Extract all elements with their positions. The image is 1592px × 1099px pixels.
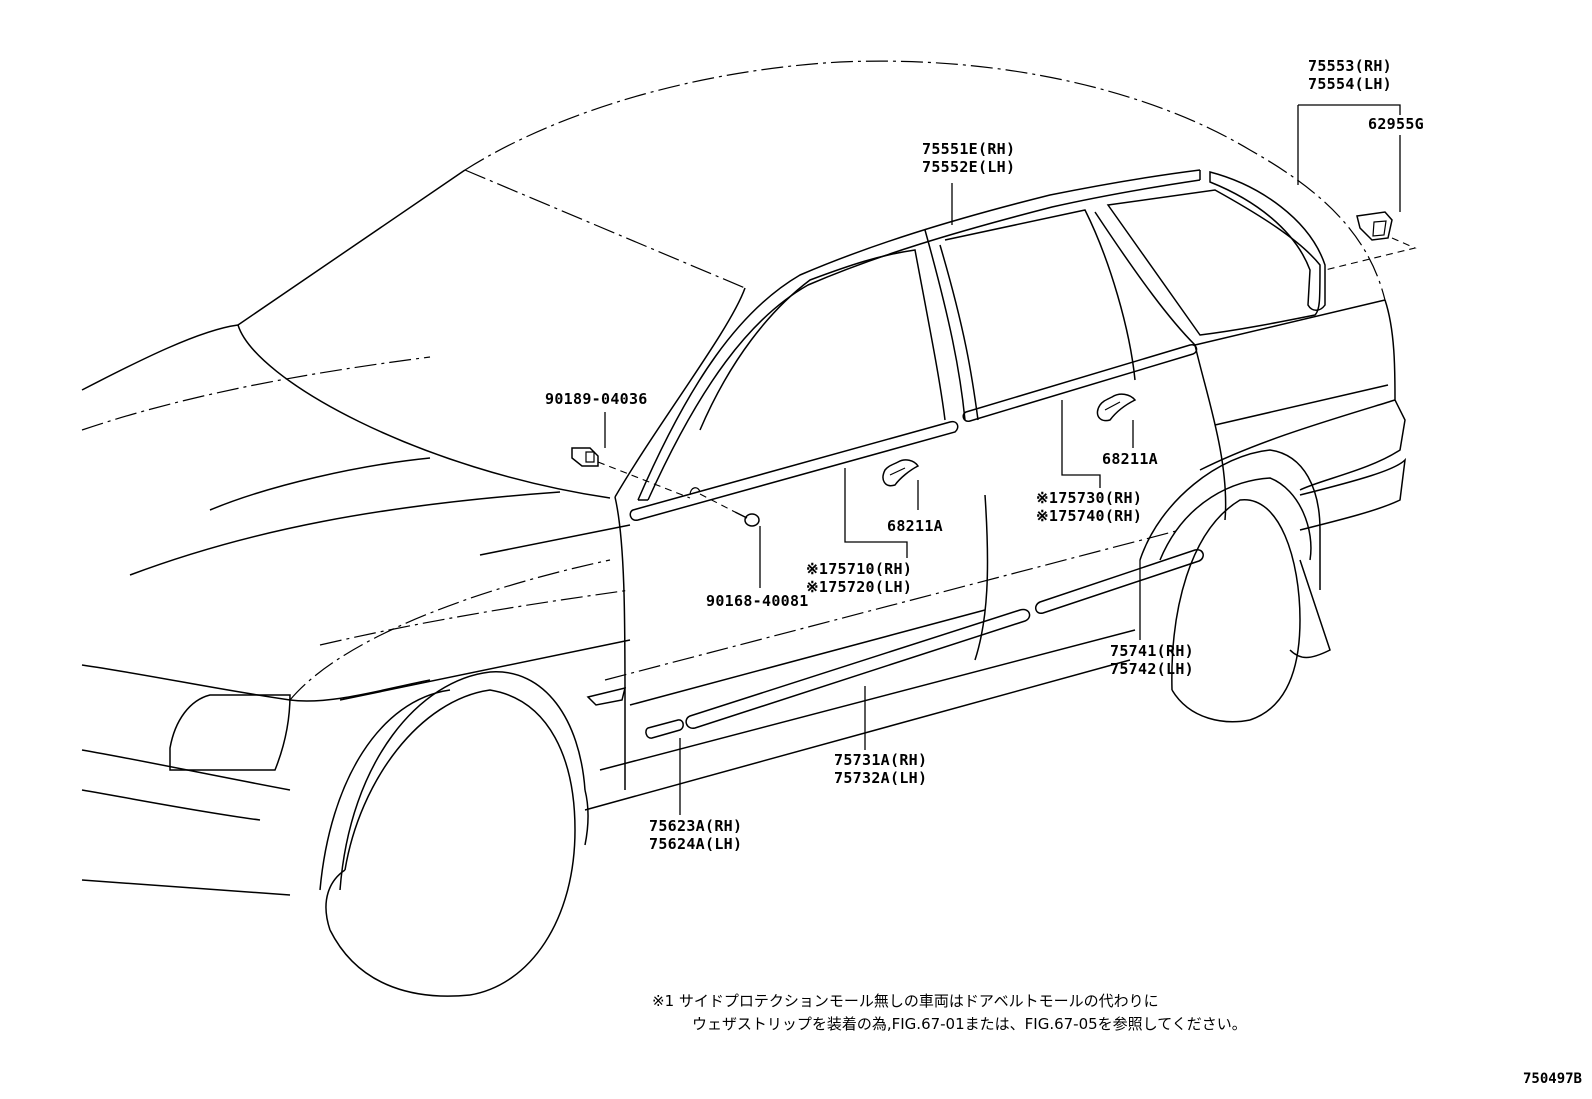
front-door-side-molding (685, 608, 1031, 729)
callout-75552E: 75552E(LH) (922, 158, 1016, 176)
callout-75741: 75741(RH) (1110, 642, 1194, 660)
callout-75731A: 75731A(RH) (834, 751, 928, 769)
callout-75742: 75742(LH) (1110, 660, 1194, 678)
callout-75551E: 75551E(RH) (922, 140, 1016, 158)
clip-62955G (1324, 211, 1417, 271)
callout-68211A-front: 68211A (887, 517, 943, 535)
leader-lines (604, 104, 1401, 815)
rear-door-side-molding (1035, 549, 1204, 614)
callout-75623A: 75623A(RH) (649, 817, 743, 835)
footnote-line-2: ウェザストリップを装着の為,FIG.67-01または、FIG.67-05を参照し… (692, 1015, 1247, 1033)
fender-molding (645, 719, 684, 739)
rear-door-belt-molding (962, 343, 1198, 423)
front-door-belt-molding (629, 420, 959, 521)
callout-75710: ※175710(RH) (806, 560, 913, 578)
callout-75720: ※175720(LH) (806, 578, 913, 596)
diagram-code: 750497B (1522, 1071, 1582, 1087)
callout-68211A-rear: 68211A (1102, 450, 1158, 468)
callout-75732A: 75732A(LH) (834, 769, 928, 787)
clip-68211A-rear (1096, 393, 1137, 422)
callout-75740: ※175740(RH) (1036, 507, 1143, 525)
screw-90168-40081 (699, 493, 760, 527)
rear-quarter-molding (1209, 171, 1326, 311)
callout-90189-04036: 90189-04036 (545, 390, 648, 408)
clip-68211A-front (882, 459, 920, 487)
callout-75624A: 75624A(LH) (649, 835, 743, 853)
callout-75554: 75554(LH) (1308, 75, 1392, 93)
callout-90168-40081: 90168-40081 (706, 592, 809, 610)
clip-90189-04036 (571, 447, 691, 499)
car-body-outline (81, 60, 1407, 997)
roof-drip-molding (637, 169, 1201, 501)
footnote-line-1: ※1 サイドプロテクションモール無しの車両はドアベルトモールの代わりに (652, 992, 1159, 1010)
callout-75553: 75553(RH) (1308, 57, 1392, 75)
callout-62955G: 62955G (1368, 115, 1424, 133)
callout-75730: ※175730(RH) (1036, 489, 1143, 507)
